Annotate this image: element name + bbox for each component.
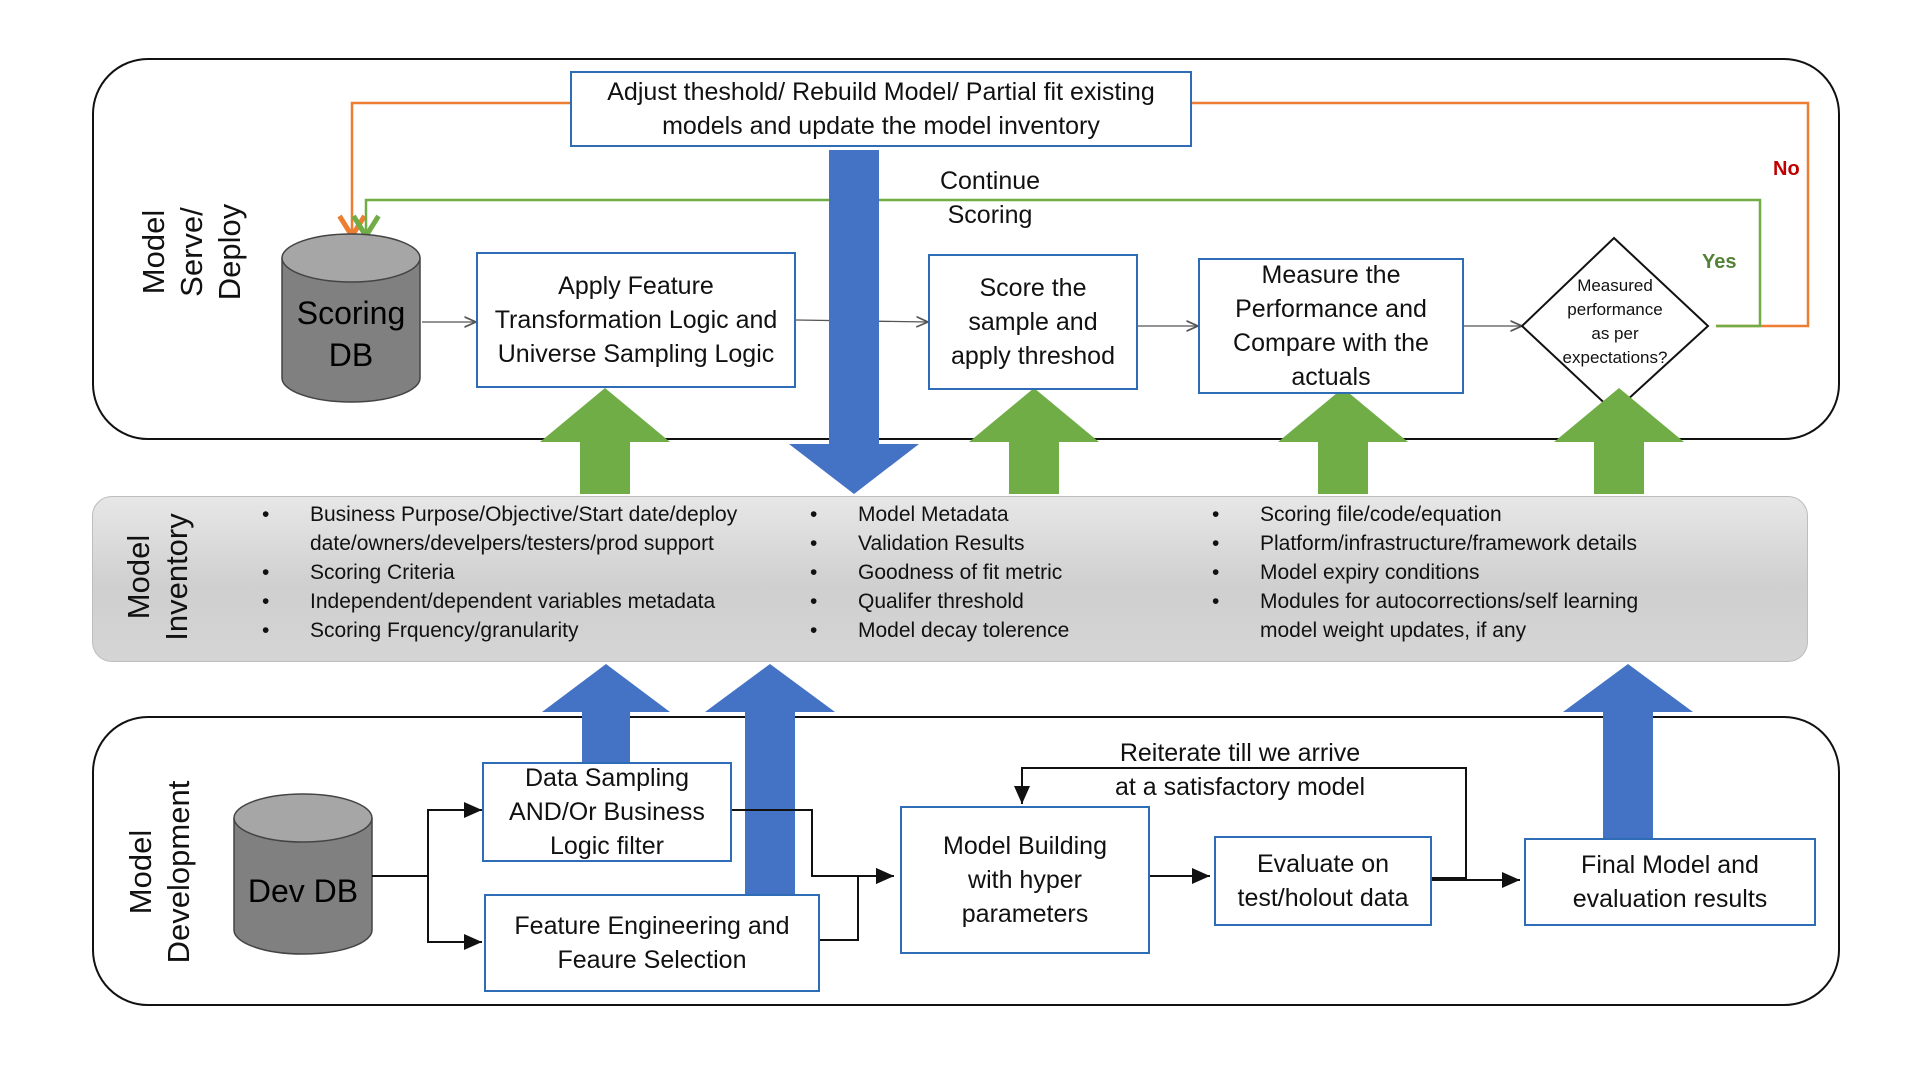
apply-feature-box: Apply Feature Transformation Logic and U… [476, 252, 796, 388]
adjust-rebuild-box: Adjust theshold/ Rebuild Model/ Partial … [570, 71, 1192, 147]
green-continue-line [351, 198, 1762, 328]
list-item: Scoring Criteria [262, 558, 822, 587]
measure-performance-box: Measure the Performance and Compare with… [1198, 258, 1464, 394]
list-item: Platform/infrastructure/framework detail… [1212, 529, 1772, 558]
decision-text: Measured performance as per expectations… [1562, 276, 1668, 367]
dev-db-label: Dev DB [247, 873, 359, 909]
model-development-panel [92, 716, 1840, 1006]
inventory-list-2: Model Metadata Validation Results Goodne… [810, 500, 1140, 645]
evaluate-box: Evaluate on test/holout data [1214, 836, 1432, 926]
dev-db-cylinder [233, 793, 373, 955]
scoring-db-cylinder [281, 233, 421, 403]
list-item: date/owners/develpers/testers/prod suppo… [310, 532, 714, 555]
orange-to-scoring-db-line [337, 101, 570, 241]
scoring-db-label: Scoring DB [296, 295, 406, 373]
list-item: Business Purpose/Objective/Start date/de… [262, 500, 822, 529]
score-sample-box: Score the sample and apply threshod [928, 254, 1138, 390]
model-building-box: Model Building with hyper parameters [900, 806, 1150, 954]
connector-feature-to-building [820, 868, 894, 941]
connector-sampling-to-building [732, 809, 894, 884]
reiterate-label: Reiterate till we arrive at a satisfacto… [1114, 739, 1366, 801]
list-item: Scoring Frquency/granularity [262, 616, 822, 645]
data-sampling-box: Data Sampling AND/Or Business Logic filt… [482, 762, 732, 862]
inventory-list-1: Business Purpose/Objective/Start date/de… [262, 500, 822, 645]
blue-arrow-up-3 [1563, 664, 1693, 838]
final-model-box: Final Model and evaluation results [1524, 838, 1816, 926]
green-arrow-3 [1278, 388, 1408, 494]
continue-scoring-label: Continue Scoring [939, 167, 1041, 229]
list-item: Validation Results [810, 529, 1140, 558]
model-inventory-label: Model Inventory [121, 513, 194, 641]
list-item: Scoring file/code/equation [1212, 500, 1772, 529]
model-development-label: Model Development [123, 780, 196, 964]
list-item: Model decay tolerence [810, 616, 1140, 645]
feature-engineering-box: Feature Engineering and Feaure Selection [484, 894, 820, 992]
list-item: model weight updates, if any [1260, 619, 1527, 642]
green-arrow-1 [540, 388, 670, 494]
model-serve-panel [92, 58, 1840, 440]
list-item: Goodness of fit metric [810, 558, 1140, 587]
connector-to-feature-eng [427, 876, 482, 950]
blue-arrow-down [789, 150, 919, 494]
list-item: Qualifer threshold [810, 587, 1140, 616]
orange-rebuild-line [1190, 101, 1810, 328]
no-label: No [1773, 158, 1800, 180]
list-item: Modules for autocorrections/self learnin… [1212, 587, 1772, 616]
model-serve-label: Model Serve/ Deploy [136, 203, 247, 301]
yes-label: Yes [1702, 251, 1737, 273]
green-arrow-2 [969, 388, 1099, 494]
list-item: Independent/dependent variables metadata [262, 587, 822, 616]
list-item: Model expiry conditions [1212, 558, 1772, 587]
connector-reiterate-loop [1014, 767, 1467, 879]
blue-arrow-up-2 [705, 664, 835, 900]
connector-to-data-sampling [427, 802, 482, 876]
list-item: Model Metadata [810, 500, 1140, 529]
blue-arrow-up-1 [542, 664, 670, 762]
inventory-list-3: Scoring file/code/equation Platform/infr… [1212, 500, 1772, 645]
green-arrow-4 [1554, 388, 1684, 494]
